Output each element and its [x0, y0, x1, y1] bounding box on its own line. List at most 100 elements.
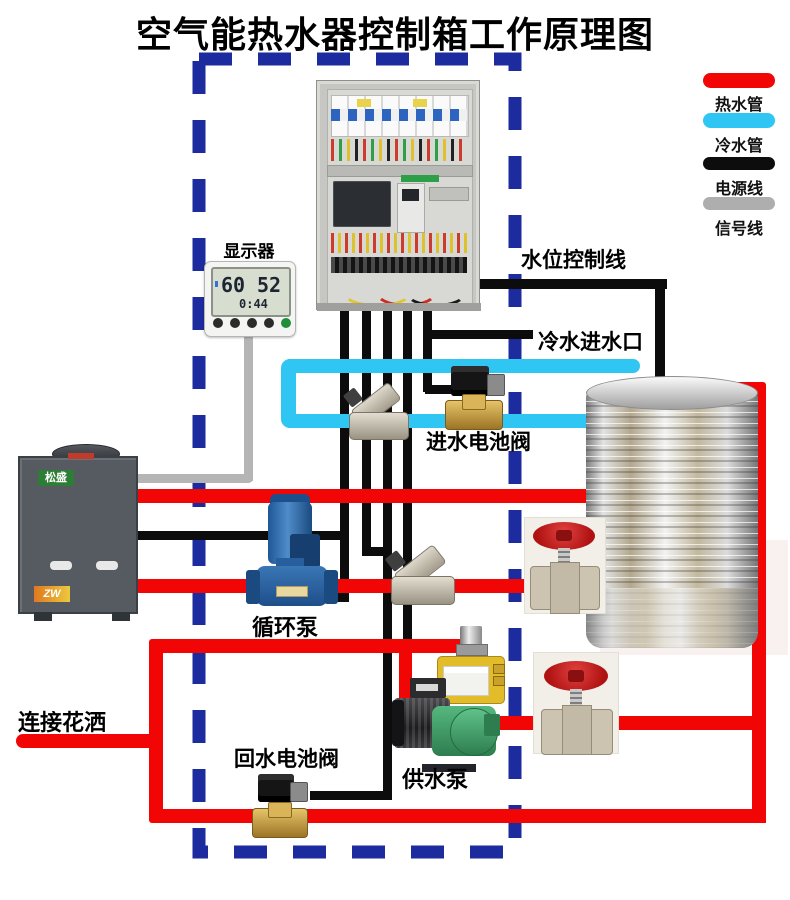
display-lcd: 60 52 0:44 [211, 267, 291, 317]
hot-pipe-pump-drop [399, 650, 412, 706]
pump-terminal-label [416, 684, 438, 691]
heat-pump-foot [34, 612, 52, 621]
display-button [264, 318, 274, 328]
label-return-valve: 回水电池阀 [234, 748, 339, 771]
breaker-label-chip [413, 99, 427, 107]
pump-motor-cap [392, 700, 404, 746]
solenoid-coil [258, 774, 294, 802]
solenoid-connector [487, 374, 505, 396]
heat-pump-foot [112, 612, 130, 621]
display-unit: 60 52 0:44 [204, 261, 296, 337]
controller-sticker [443, 666, 489, 696]
legend-signal-line-swatch [703, 197, 775, 210]
inlet-y-strainer [342, 381, 410, 442]
tank-lid [586, 376, 758, 410]
wiring-row-upper [331, 139, 467, 161]
contactor-block [333, 181, 391, 227]
legend-cold-pipe-swatch [703, 113, 775, 128]
valve-handwheel-hub [556, 530, 572, 541]
label-shower-connection: 连接花洒 [18, 710, 107, 735]
din-rail [429, 187, 469, 201]
solenoid-coil [451, 366, 489, 396]
control-box [316, 80, 481, 311]
cabinet-rail [327, 165, 473, 177]
label-water-level-line: 水位控制线 [521, 249, 626, 272]
pump-flange-right [324, 570, 338, 604]
heat-pump-brand-badge: 松盛 [38, 470, 74, 486]
legend-power-line-swatch [703, 157, 775, 170]
solenoid-connector [290, 782, 308, 802]
terminal-strip [331, 257, 467, 273]
return-solenoid-valve [250, 770, 314, 838]
wire-to-return-valve [310, 791, 387, 800]
display-button [213, 318, 223, 328]
lcd-temp-right: 52 [257, 273, 282, 297]
display-button [247, 318, 257, 328]
legend: 热水管 冷水管 电源线 信号线 [700, 66, 788, 246]
circulation-pump [246, 494, 338, 616]
legend-power-line-label: 电源线 [714, 181, 763, 198]
heat-pump-fan-sticker [68, 453, 94, 459]
supply-pump [392, 676, 504, 776]
power-line-4-vertical [403, 306, 412, 656]
display-button [230, 318, 240, 328]
heat-pump-vent [50, 561, 72, 570]
valve-body-center [562, 705, 592, 755]
label-inlet-valve: 进水电池阀 [426, 431, 531, 454]
hot-pipe-left-vertical [149, 645, 163, 817]
gate-valve-lower [533, 652, 619, 755]
lcd-indicator-led [215, 281, 218, 287]
tank-bottom-band [586, 588, 758, 648]
signal-line-horizontal [136, 474, 253, 483]
pump-outlet-flange [484, 714, 500, 736]
breaker-label-chip [357, 99, 371, 107]
valve-body-center [550, 562, 580, 614]
label-supply-pump: 供水泵 [402, 767, 469, 792]
controller-hex-nut [456, 644, 488, 656]
hot-pipe-suction-horizontal [149, 639, 471, 653]
strainer-body [349, 412, 409, 440]
power-line-to-heat-pump [136, 531, 344, 540]
diagram-title: 空气能热水器控制箱工作原理图 [135, 14, 654, 55]
water-level-line-vertical [655, 279, 665, 391]
cold-pipe-u-turn [281, 359, 296, 428]
pump-foot [422, 764, 476, 772]
water-tank [586, 376, 758, 650]
legend-hot-pipe-swatch [703, 73, 775, 88]
lcd-temp-left: 60 [221, 273, 246, 297]
hot-pipe-bottom [149, 809, 766, 823]
heat-pump-model-badge: ZW [34, 586, 70, 602]
valve-brass-boss [462, 394, 486, 410]
label-circulation-pump: 循环泵 [252, 615, 319, 640]
power-line-5-vertical [423, 306, 432, 392]
wire-to-inlet-valve [425, 385, 469, 394]
hot-pipe-shower-stub [16, 734, 158, 748]
inlet-valve-wire-stub [423, 330, 533, 339]
legend-hot-pipe-label: 热水管 [714, 97, 763, 114]
cold-pipe-to-tank [288, 414, 594, 428]
lcd-time: 0:44 [239, 297, 268, 311]
display-power-button [281, 318, 291, 328]
legend-cold-pipe-label: 冷水管 [714, 138, 763, 155]
label-display-unit: 显示器 [223, 242, 275, 261]
signal-line-vertical [244, 333, 253, 481]
pump-terminal-box [410, 678, 446, 698]
cabinet-bottom-edge [317, 303, 481, 311]
legend-signal-line-label: 信号线 [714, 221, 763, 238]
controller-nipple [493, 676, 505, 686]
hot-line-y-strainer [384, 544, 456, 608]
valve-brass-boss [268, 802, 292, 818]
power-line-2-jog [362, 547, 392, 556]
heat-pump-unit: 松盛 ZW [16, 444, 140, 624]
drive-unit [397, 183, 425, 233]
gate-valve-upper [524, 517, 606, 614]
hot-pipe-top [136, 489, 592, 503]
heat-pump-vent [96, 561, 118, 570]
wiring-row-lower [331, 233, 467, 253]
strainer-body [391, 576, 455, 605]
pump-label-chip [276, 586, 308, 597]
power-line-3-vertical [383, 306, 392, 800]
drive-screen [402, 189, 419, 201]
